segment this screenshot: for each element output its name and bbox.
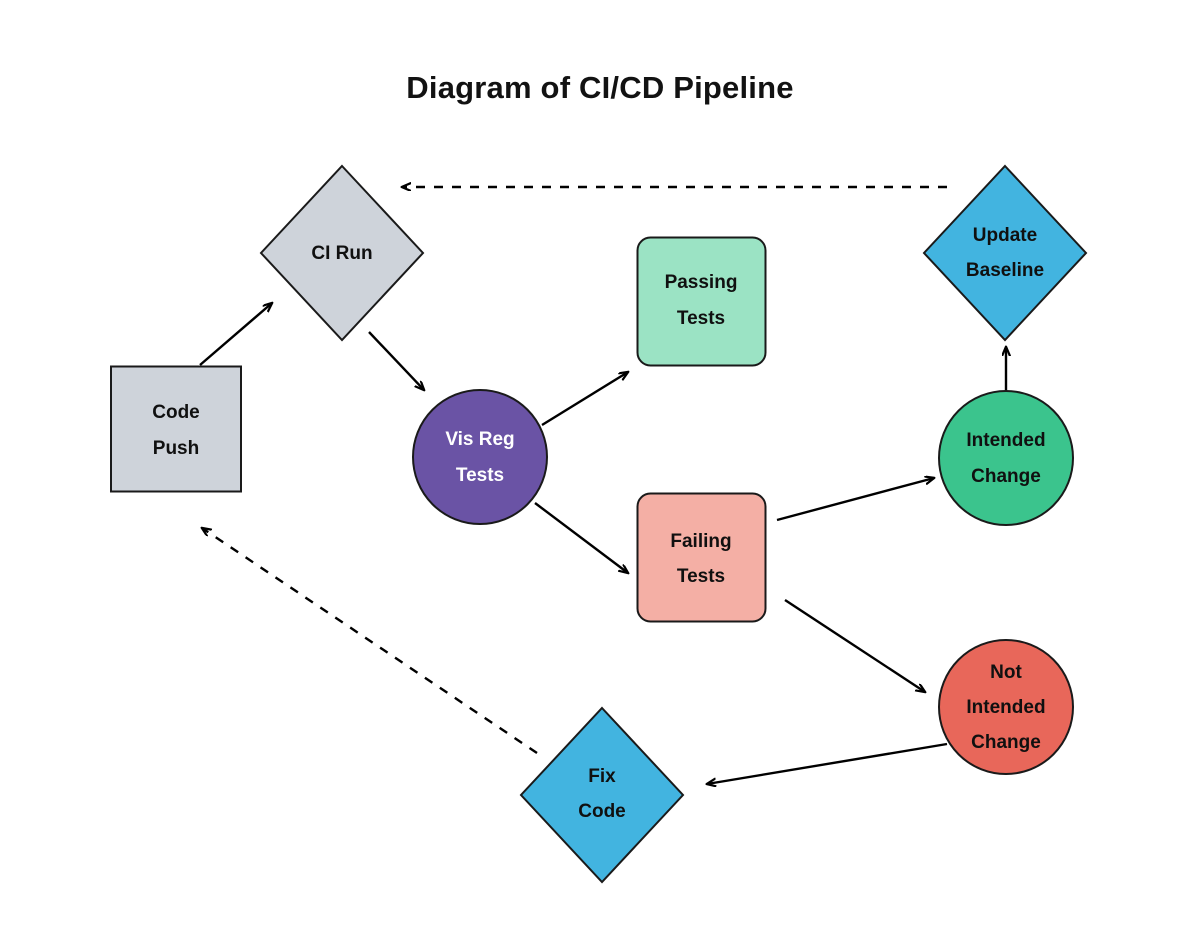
failing-tests-label-line-2: Tests — [677, 566, 725, 587]
intended-change-shape[interactable] — [938, 390, 1074, 526]
fix-code-label-line-1: Fix — [588, 766, 616, 787]
passing-tests-label-line-1: Passing — [665, 272, 738, 293]
update-baseline-shape[interactable] — [922, 164, 1088, 342]
edge-vis-reg-tests-to-passing-tests — [541, 372, 628, 427]
code-push-label-line-1: Code — [152, 402, 200, 423]
update-baseline-label-line-1: Update — [973, 225, 1037, 246]
ci-run-shape[interactable] — [259, 164, 425, 342]
edge-code-push-to-ci-run — [199, 303, 272, 366]
node-vis-reg-tests[interactable]: Vis Reg Tests — [412, 389, 548, 525]
node-ci-run[interactable]: CI Run — [259, 164, 425, 342]
passing-tests-label-line-2: Tests — [677, 308, 725, 329]
node-fix-code[interactable]: Fix Code — [519, 706, 685, 884]
intended-change-label-line-2: Change — [971, 466, 1041, 487]
intended-change-label-line-1: Intended — [966, 430, 1045, 451]
edge-not-intended-change-to-fix-code — [707, 742, 948, 784]
edges-layer — [199, 187, 1006, 784]
node-update-baseline[interactable]: Update Baseline — [922, 164, 1088, 342]
fix-code-label-line-2: Code — [578, 801, 626, 822]
not-intended-change-label-line-1: Not — [990, 662, 1022, 683]
not-intended-change-label-line-3: Change — [971, 732, 1041, 753]
node-code-push[interactable]: Code Push — [110, 365, 242, 493]
failing-tests-shape[interactable] — [636, 492, 767, 623]
fix-code-shape[interactable] — [519, 706, 685, 884]
node-passing-tests[interactable]: Passing Tests — [636, 236, 767, 367]
vis-reg-tests-label-line-2: Tests — [456, 465, 504, 486]
edge-ci-run-to-vis-reg-tests — [368, 331, 424, 390]
code-push-label-line-2: Push — [153, 438, 199, 459]
node-not-intended-change[interactable]: Not Intended Change — [938, 639, 1074, 775]
nodes-layer: Code Push CI Run Vis Reg Tests Passing T… — [110, 164, 1088, 884]
page-title: Diagram of CI/CD Pipeline — [406, 70, 794, 105]
node-failing-tests[interactable]: Failing Tests — [636, 492, 767, 623]
passing-tests-shape[interactable] — [636, 236, 767, 367]
edge-vis-reg-tests-to-failing-tests — [534, 502, 628, 573]
failing-tests-label-line-1: Failing — [670, 531, 731, 552]
vis-reg-tests-shape[interactable] — [412, 389, 548, 525]
update-baseline-label-line-2: Baseline — [966, 260, 1044, 281]
not-intended-change-label-line-2: Intended — [966, 697, 1045, 718]
node-intended-change[interactable]: Intended Change — [938, 390, 1074, 526]
vis-reg-tests-label-line-1: Vis Reg — [445, 429, 514, 450]
edge-failing-tests-to-not-intended-change — [784, 598, 925, 692]
code-push-shape[interactable] — [110, 365, 242, 493]
ci-run-label-line-1: CI Run — [311, 243, 372, 264]
edge-fix-code-to-code-push — [202, 528, 538, 754]
not-intended-change-shape[interactable] — [938, 639, 1074, 775]
edge-failing-tests-to-intended-change — [776, 478, 934, 522]
